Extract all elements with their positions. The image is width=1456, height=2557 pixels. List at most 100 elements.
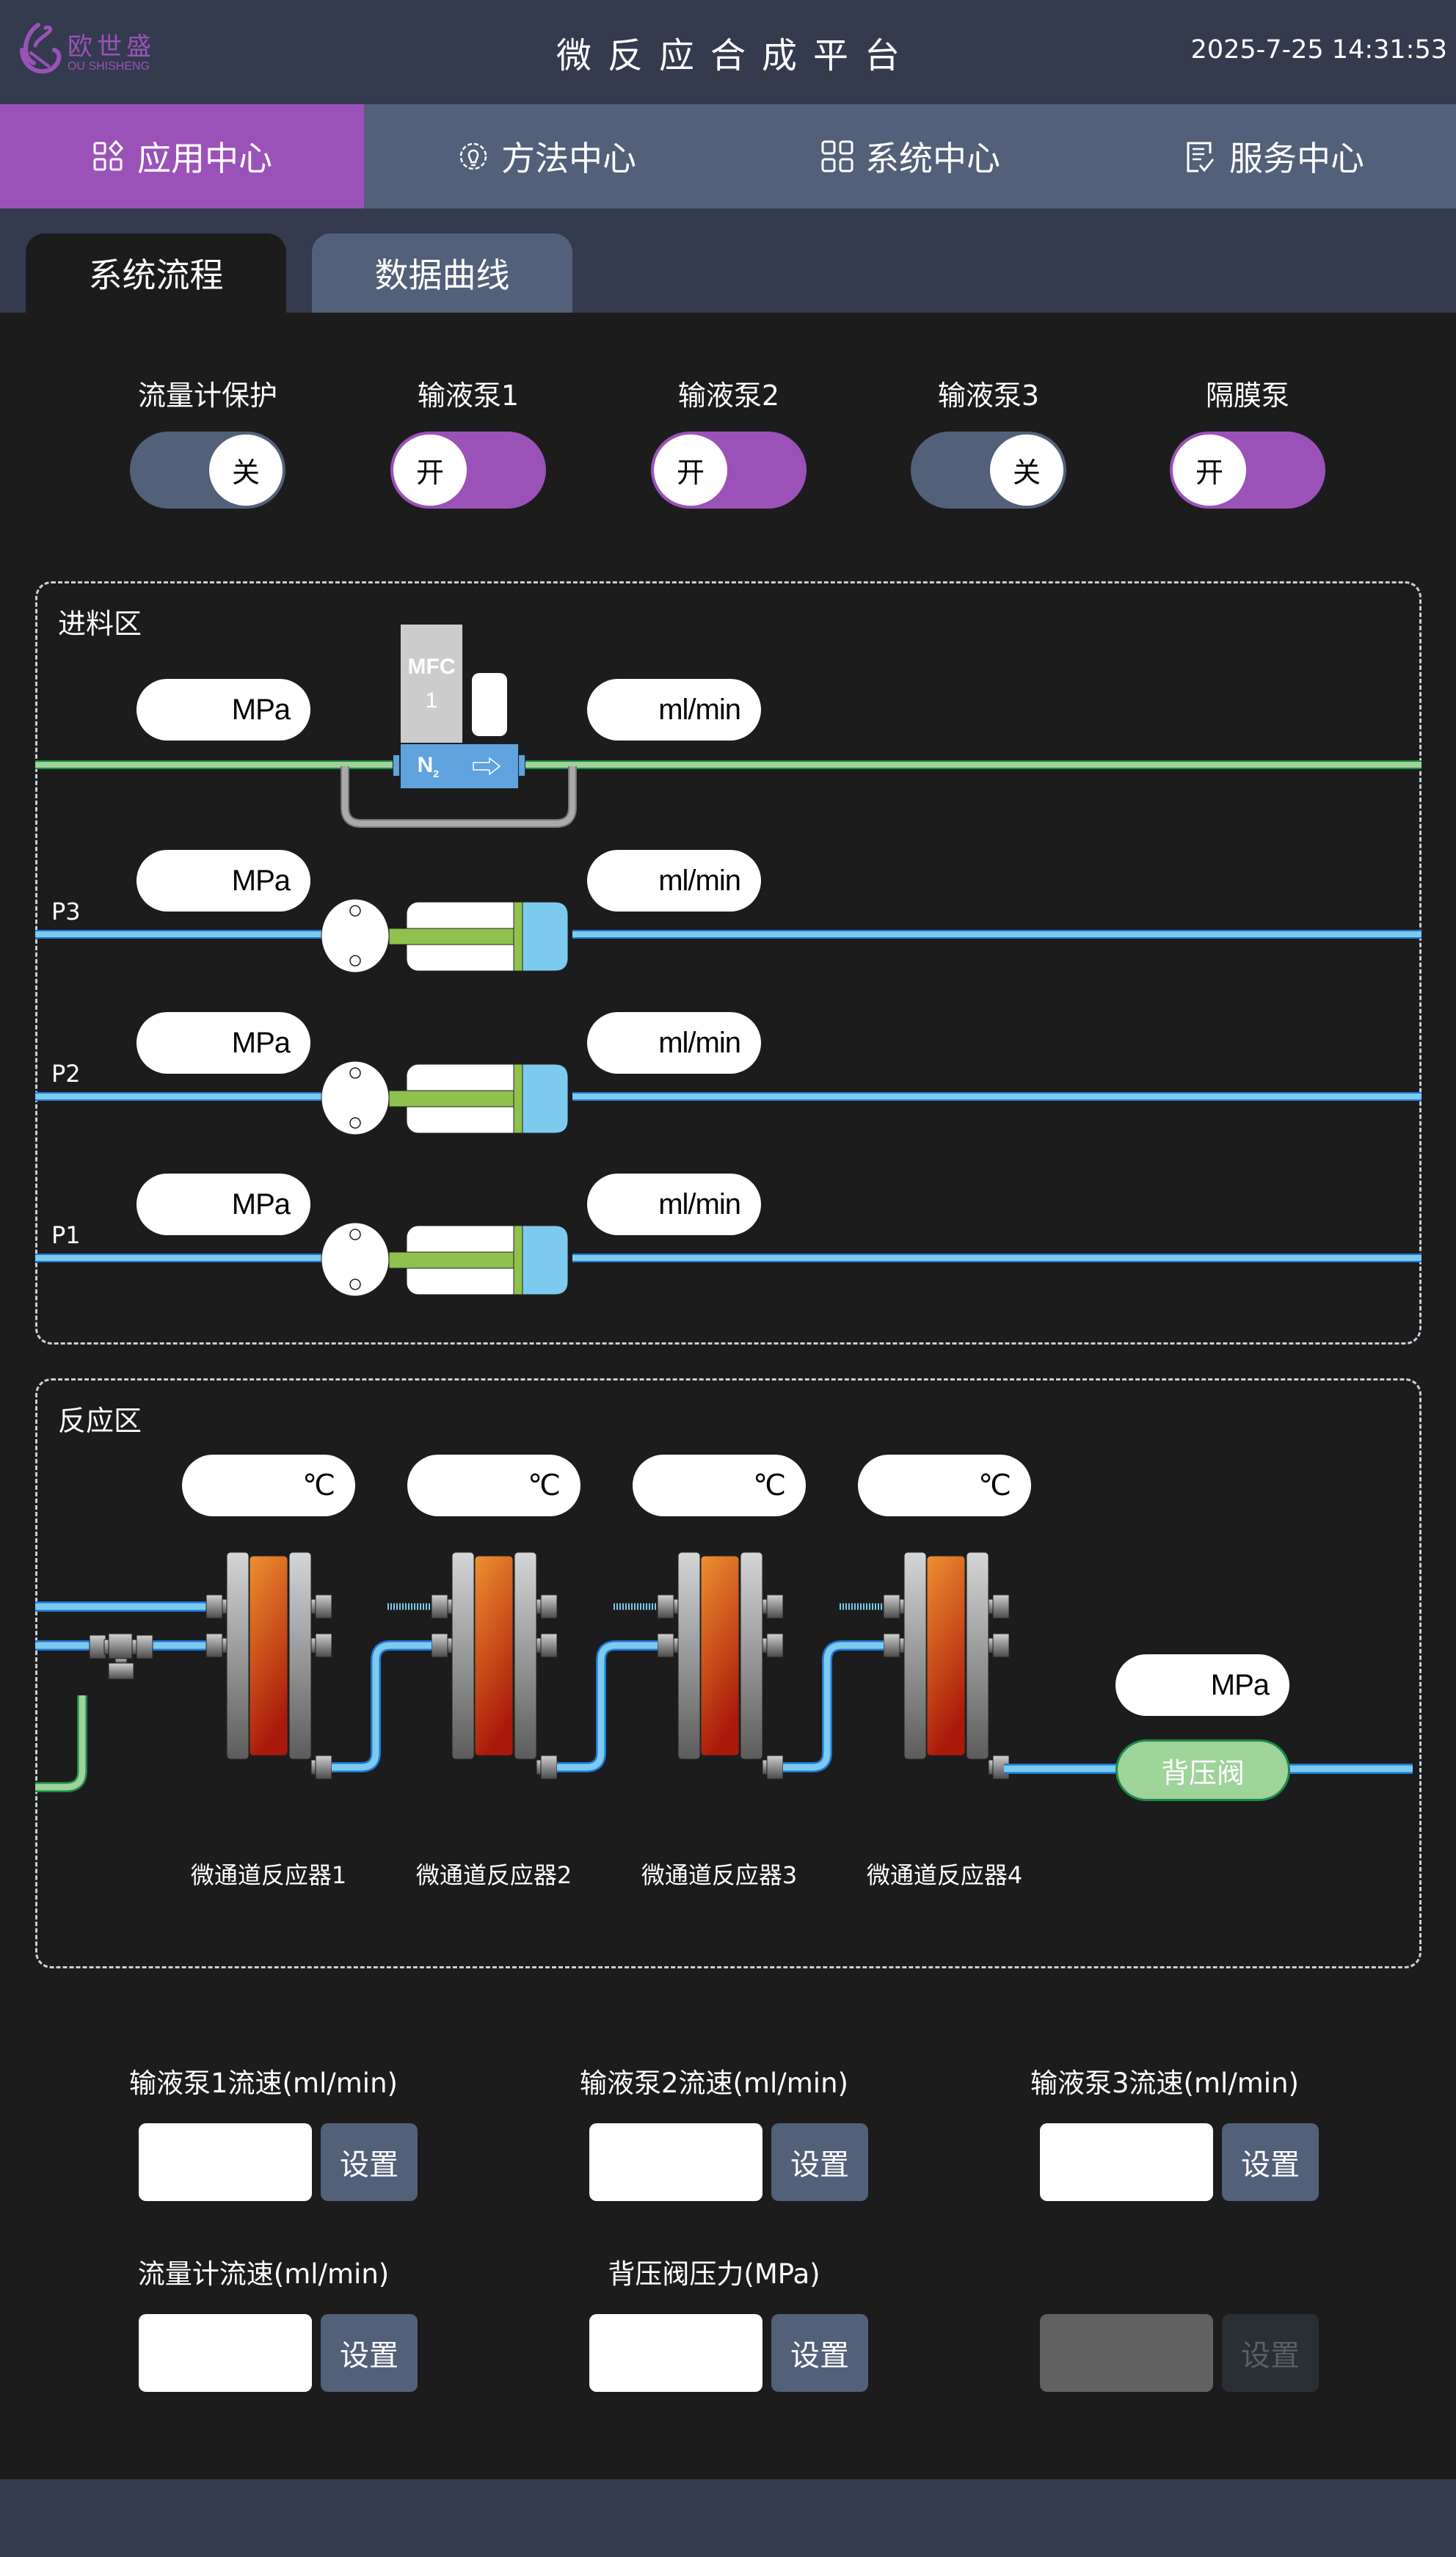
- reactor-label: 微通道反应器2: [415, 1861, 572, 1889]
- bypass-pipe: [341, 766, 577, 828]
- logo-swirl-icon: [20, 23, 62, 74]
- setting-label: 输液泵3流速(ml/min): [1030, 2067, 1299, 2099]
- toggle-pump-3[interactable]: 关: [911, 432, 1066, 509]
- logo-text-cn: 欧世盛: [68, 32, 156, 62]
- micro-reactor: [783, 1552, 1010, 1780]
- switch-label: 隔膜泵: [1205, 379, 1289, 412]
- reactor-temperature-readout: ℃: [182, 1455, 355, 1516]
- setting-input[interactable]: [139, 2314, 312, 2392]
- nav-label: 方法中心: [501, 139, 636, 178]
- set-button[interactable]: 设置: [771, 2123, 868, 2201]
- pump-flow-readout: ml/min: [587, 1012, 761, 1074]
- flow-unit: ml/min: [658, 864, 741, 897]
- page-title: 微反应合成平台: [556, 35, 916, 76]
- mfc-number: 1: [425, 688, 438, 713]
- set-button[interactable]: 设置: [321, 2123, 418, 2201]
- gas-symbol: N: [417, 753, 434, 777]
- checklist-icon: [1187, 142, 1215, 172]
- reaction-zone: 反应区: [35, 1378, 1422, 1968]
- set-button: 设置: [1222, 2314, 1319, 2392]
- nav-item-service[interactable]: 服务中心: [1092, 104, 1456, 208]
- switch-label: 输液泵2: [677, 379, 780, 412]
- pressure-unit: MPa: [231, 693, 291, 726]
- brand-logo: 欧世盛 OU SHISHENG: [16, 21, 163, 79]
- mfc-flange: [393, 754, 400, 776]
- setting-input[interactable]: [139, 2123, 312, 2201]
- tab-data-curves[interactable]: 数据曲线: [312, 233, 572, 313]
- temp-unit: ℃: [302, 1469, 335, 1502]
- toggle-flowmeter-protection[interactable]: 关: [130, 432, 285, 509]
- reactor-label: 微通道反应器4: [866, 1861, 1023, 1889]
- temp-unit: ℃: [528, 1469, 561, 1502]
- main-nav: 应用中心 方法中心 系统中心 服务中心: [0, 104, 1456, 208]
- set-button[interactable]: 设置: [321, 2314, 418, 2392]
- datetime-display: 2025-7-25 14:31:53: [1190, 35, 1447, 65]
- line-label: P1: [51, 1221, 81, 1249]
- micro-reactor: [557, 1552, 784, 1780]
- feed-zone: 进料区: [35, 581, 1422, 1345]
- footer-bar: [0, 2479, 1456, 2557]
- gas-inlet-pipe: [35, 1695, 87, 1792]
- toggle-pump-2[interactable]: 开: [651, 432, 807, 509]
- tee-fitting: [89, 1633, 153, 1680]
- micro-reactor: [332, 1552, 558, 1780]
- feed-zone-title: 进料区: [58, 608, 142, 640]
- toggle-knob: 关: [209, 434, 283, 506]
- tab-system-flow[interactable]: 系统流程: [26, 233, 286, 313]
- gas-flow-readout: ml/min: [587, 679, 761, 741]
- mfc-indicator: [472, 673, 507, 736]
- setting-input[interactable]: [589, 2314, 762, 2392]
- mfc-flange: [518, 754, 525, 776]
- micro-reactor: [205, 1552, 332, 1780]
- toggle-knob: 开: [654, 434, 727, 506]
- line-label: P2: [51, 1060, 81, 1088]
- grid-icon: [821, 140, 853, 172]
- pressure-unit: MPa: [231, 1026, 291, 1059]
- nav-label: 系统中心: [865, 139, 1000, 178]
- nav-item-apps[interactable]: 应用中心: [0, 104, 364, 208]
- flow-unit: ml/min: [658, 693, 741, 726]
- logo-text-en: OU SHISHENG: [68, 60, 150, 73]
- nav-item-methods[interactable]: 方法中心: [364, 104, 728, 208]
- nav-item-system[interactable]: 系统中心: [728, 104, 1092, 208]
- reactor-label: 微通道反应器1: [190, 1861, 347, 1889]
- header-bar: 欧世盛 OU SHISHENG 微反应合成平台 2025-7-25 14:31:…: [0, 0, 1456, 104]
- gear-bulb-icon: [459, 142, 487, 170]
- liquid-pipe: [572, 930, 1422, 939]
- line-label: P3: [51, 898, 81, 925]
- pump-pressure-readout: MPa: [136, 850, 310, 912]
- syringe-pump-icon: [321, 1222, 569, 1297]
- gas-pressure-readout: MPa: [136, 679, 310, 741]
- reactor-temperature-readout: ℃: [633, 1455, 806, 1516]
- liquid-pipe: [35, 1092, 321, 1101]
- gas-pipe: [35, 760, 395, 769]
- set-button[interactable]: 设置: [771, 2314, 868, 2392]
- mfc-body: N2: [400, 743, 519, 789]
- tab-bar: 系统流程 数据曲线: [0, 208, 1456, 313]
- liquid-pipe: [572, 1254, 1422, 1262]
- toggle-diaphragm-pump[interactable]: 开: [1170, 432, 1325, 509]
- setting-input[interactable]: [1040, 2123, 1213, 2201]
- setting-input[interactable]: [589, 2123, 762, 2201]
- gas-label: N2: [418, 753, 439, 779]
- pump-flow-readout: ml/min: [587, 1174, 761, 1235]
- reaction-zone-title: 反应区: [58, 1405, 142, 1437]
- pump-flow-readout: ml/min: [587, 850, 761, 912]
- gas-pipe: [523, 760, 1422, 769]
- reaction-piping: [35, 1552, 1413, 1792]
- pressure-unit: MPa: [231, 864, 291, 897]
- switch-label: 流量计保护: [137, 379, 277, 412]
- mfc-label: MFC: [407, 654, 456, 679]
- nav-label: 服务中心: [1229, 139, 1364, 178]
- syringe-pump-icon: [321, 898, 569, 973]
- liquid-pipe: [572, 1092, 1422, 1101]
- flow-unit: ml/min: [658, 1187, 741, 1221]
- back-pressure-valve[interactable]: 背压阀: [1115, 1739, 1290, 1801]
- setting-label: 背压阀压力(MPa): [608, 2258, 820, 2290]
- toggle-pump-1[interactable]: 开: [390, 432, 546, 509]
- toggle-knob: 开: [1173, 434, 1246, 506]
- set-button[interactable]: 设置: [1222, 2123, 1319, 2201]
- back-pressure-readout: MPa: [1115, 1654, 1289, 1716]
- flow-arrow-icon: [473, 757, 501, 776]
- setting-label: 输液泵2流速(ml/min): [580, 2067, 848, 2099]
